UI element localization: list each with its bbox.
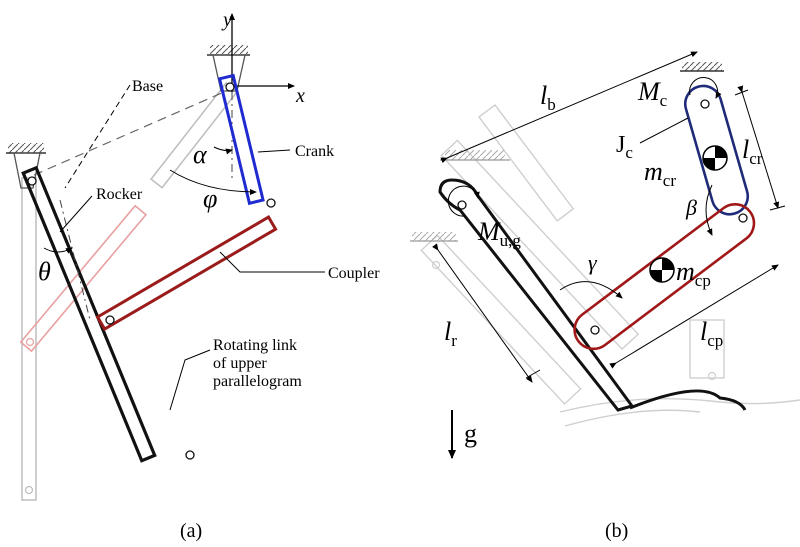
rocker-body-b <box>438 178 635 412</box>
ghost-coupler-joint <box>25 337 35 347</box>
l-r-symbol: lr <box>444 317 457 350</box>
m-ug-symbol: Mu,g <box>477 217 521 250</box>
rocker-leader <box>59 195 93 233</box>
ground-support-b-top <box>680 62 724 72</box>
l-cr-dimension <box>737 85 780 209</box>
beta-arc <box>705 184 713 236</box>
j-c-symbol: Jc <box>616 132 633 162</box>
ground-profile-b <box>629 389 747 411</box>
gamma-symbol: γ <box>588 250 598 275</box>
coupler-rocker-joint <box>105 315 115 325</box>
rotating-link-label-2: of upper <box>213 355 267 372</box>
crank-leader <box>257 149 291 153</box>
theta-arc <box>43 247 73 254</box>
rocker-centerline <box>59 199 91 321</box>
moment-ug-arc <box>447 185 480 217</box>
crank-coupler-joint-b <box>738 213 748 223</box>
l-b-dimension <box>440 51 698 164</box>
beta-symbol: β <box>685 195 697 220</box>
caption-b: (b) <box>605 520 628 542</box>
crank-label: Crank <box>295 143 334 160</box>
ghost-joint <box>24 485 34 495</box>
com-crank-symbol <box>702 145 728 171</box>
base-line <box>33 91 225 176</box>
j-c-leader <box>639 117 689 144</box>
rotating-link-leader <box>169 349 211 411</box>
phi-symbol: φ <box>203 184 217 213</box>
m-cp-symbol: mcp <box>676 257 711 290</box>
crank-link <box>217 73 265 206</box>
phi-arc <box>169 169 257 195</box>
x-axis-label: x <box>295 85 305 107</box>
coupler-link <box>95 215 278 332</box>
theta-symbol: θ <box>38 257 51 286</box>
gamma-arc <box>559 281 623 299</box>
alpha-arc <box>213 146 233 155</box>
crank-link-b <box>683 84 750 216</box>
caption-a: (a) <box>180 520 202 542</box>
alpha-symbol: α <box>193 140 208 169</box>
rocker-pivot-b <box>457 200 467 210</box>
m-c-symbol: Mc <box>637 77 668 110</box>
rotating-link-label-3: parallelogram <box>213 373 302 390</box>
m-cr-symbol: mcr <box>644 157 676 190</box>
crank-pivot-joint <box>225 82 235 92</box>
rocker-bottom-joint <box>185 450 195 460</box>
l-cp-dimension <box>609 264 779 369</box>
panel-a: y x Base Crank Rocker Coupler Rotating l… <box>6 9 380 542</box>
moment-c-arc <box>689 77 722 99</box>
panel-b: lb Mc Jc mcr lcr β Mu,g γ mcp lr lcp g (… <box>410 51 800 542</box>
com-coupler-symbol <box>649 257 675 283</box>
l-cr-symbol: lcr <box>742 135 763 168</box>
coupler-leader <box>219 251 325 273</box>
gravity-symbol: g <box>464 419 477 448</box>
rocker-top-joint <box>27 176 37 186</box>
base-label: Base <box>132 78 163 95</box>
rocker-label: Rocker <box>96 186 143 203</box>
coupler-rocker-joint-b <box>590 325 600 335</box>
crank-pivot-b <box>700 99 710 109</box>
base-leader <box>64 84 131 189</box>
l-cp-symbol: lcp <box>700 317 723 350</box>
ground-support-left <box>6 143 46 189</box>
coupler-label: Coupler <box>328 265 380 282</box>
rotating-link-label-1: Rotating link <box>213 337 297 354</box>
y-axis-label: y <box>221 9 232 31</box>
crank-coupler-joint <box>266 198 276 208</box>
l-b-symbol: lb <box>540 81 556 114</box>
rocker-link <box>21 165 157 463</box>
l-r-dimension <box>432 243 533 383</box>
